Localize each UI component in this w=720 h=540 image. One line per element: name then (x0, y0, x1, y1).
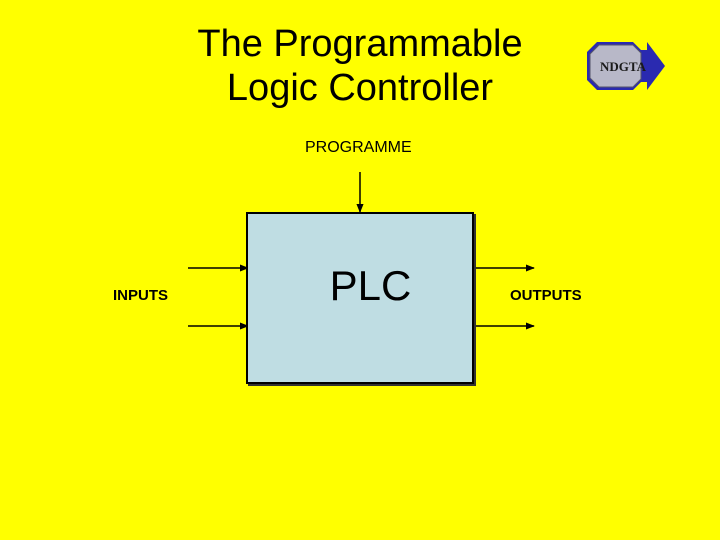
inputs-label: INPUTS (113, 287, 169, 304)
outputs-label: OUTPUTS (510, 287, 582, 304)
arrow-badge-icon: NDGTA (587, 42, 665, 90)
programme-label: PROGRAMME (305, 139, 412, 156)
slide-title-line-1: The Programmable (197, 23, 523, 65)
slide-title: The Programmable Logic Controller (150, 22, 570, 110)
plc-label: PLC (329, 262, 412, 309)
ndgta-logo: NDGTA (583, 40, 667, 92)
logo-text: NDGTA (600, 59, 647, 74)
slide-title-line-2: Logic Controller (226, 67, 494, 109)
plc-box: PLC (246, 212, 474, 384)
